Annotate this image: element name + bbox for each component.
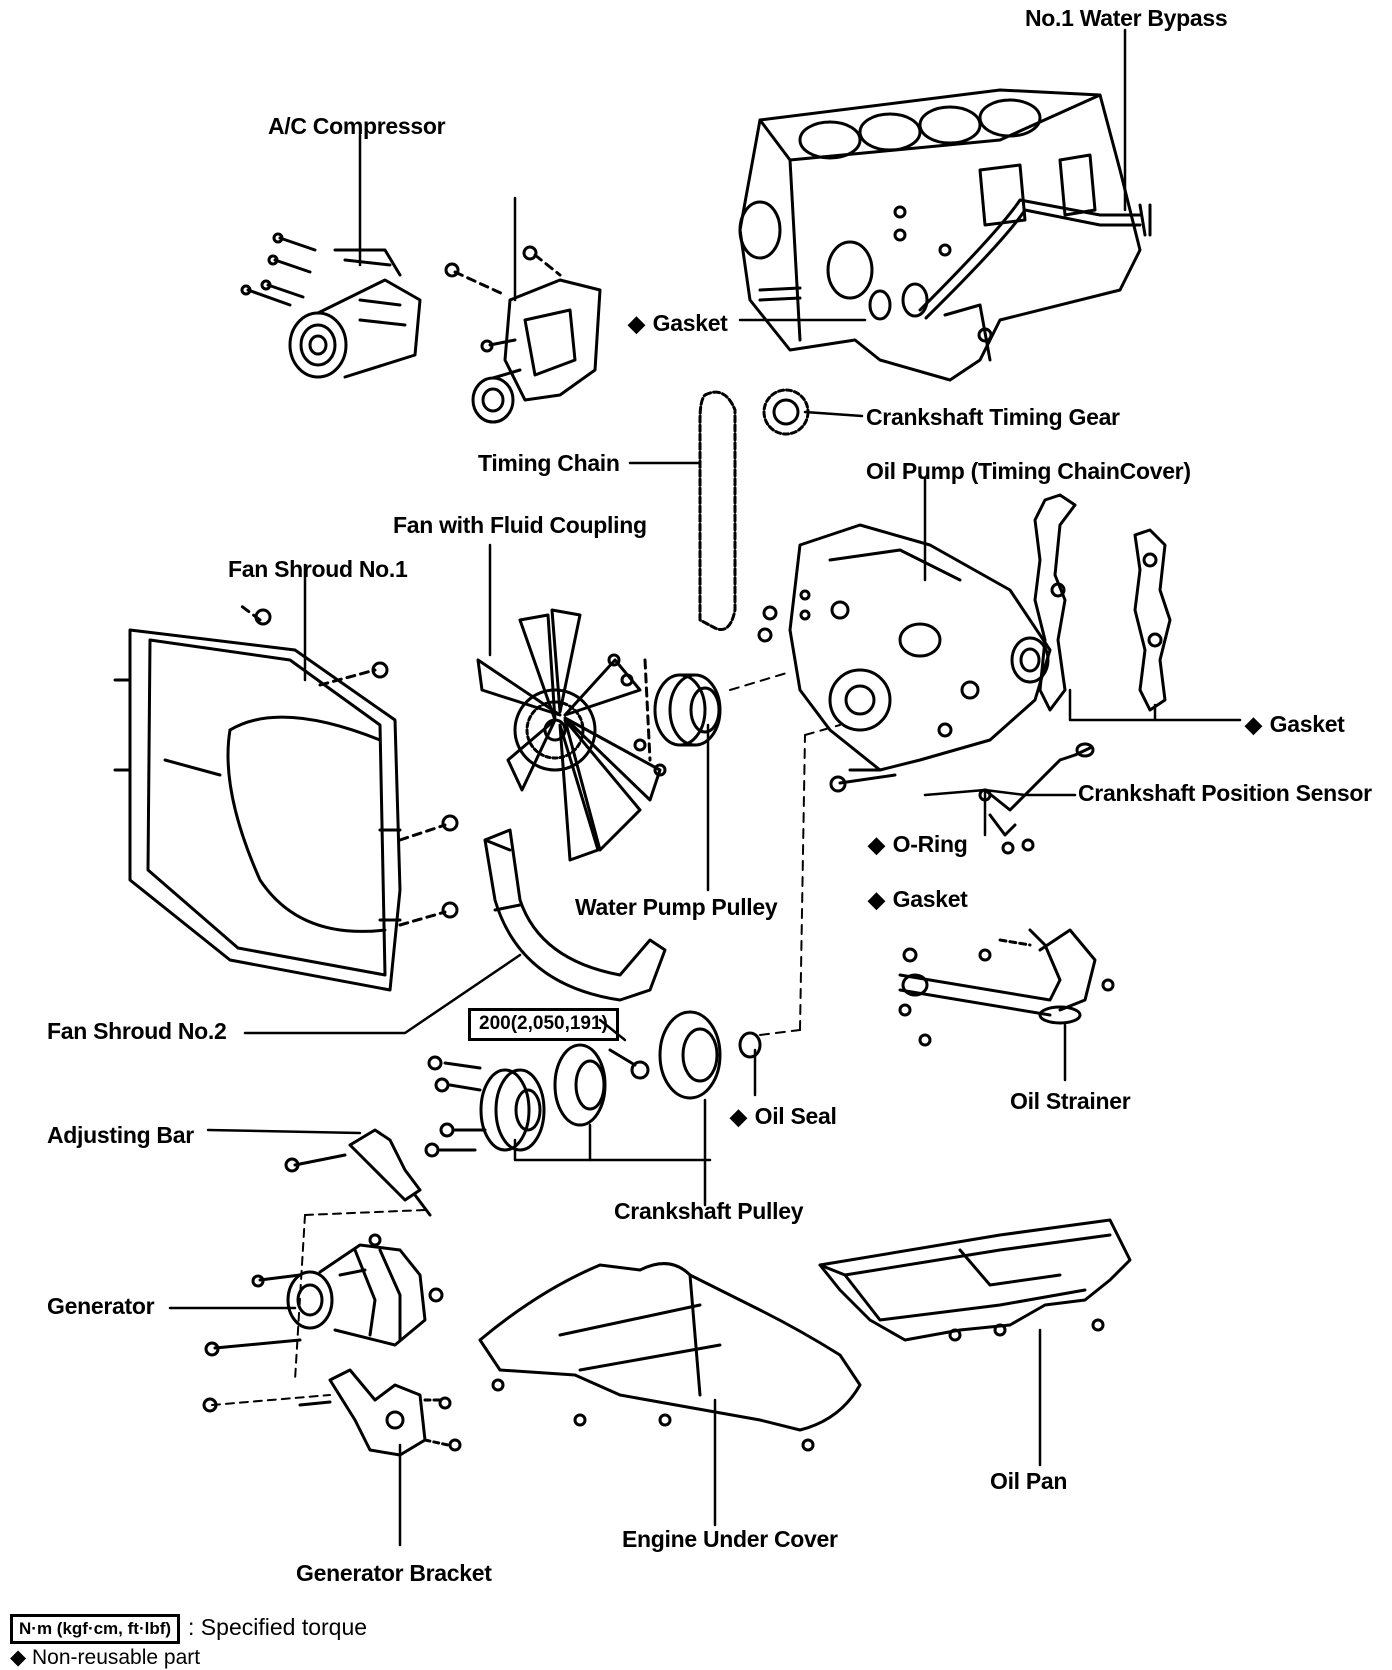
label-ac-compressor: A/C Compressor bbox=[268, 113, 446, 139]
label-o-ring: ◆ O-Ring bbox=[868, 831, 968, 857]
generator bbox=[204, 1209, 444, 1381]
nonreusable-diamond-icon: ◆ bbox=[1245, 712, 1262, 737]
oil-strainer bbox=[898, 928, 1115, 1047]
torque-spec-box: 200(2,050,191) bbox=[468, 1008, 619, 1041]
timing-chain-loop bbox=[698, 390, 737, 631]
fan-shroud-2 bbox=[483, 828, 667, 1002]
label-gasket-block: ◆ Gasket bbox=[628, 312, 728, 335]
label-adjusting-bar: Adjusting Bar bbox=[47, 1122, 194, 1148]
nonreusable-diamond-icon: ◆ bbox=[10, 1646, 27, 1669]
label-engine-under-cover: Engine Under Cover bbox=[622, 1526, 838, 1552]
label-gasket-cover: ◆ Gasket bbox=[1245, 713, 1345, 736]
legend-torque: N·m (kgf·cm, ft·lbf) : Specified torque bbox=[10, 1614, 367, 1644]
label-fan-fluid-coupling: Fan with Fluid Coupling bbox=[393, 512, 647, 538]
label-oil-seal-text: Oil Seal bbox=[754, 1103, 837, 1129]
legend-torque-units-box: N·m (kgf·cm, ft·lbf) bbox=[10, 1614, 181, 1644]
label-oil-pump: Oil Pump (Timing ChainCover) bbox=[866, 458, 1191, 484]
label-generator-bracket: Generator Bracket bbox=[296, 1560, 492, 1586]
cylinder-block bbox=[738, 88, 1142, 382]
engine-under-cover bbox=[478, 1262, 862, 1452]
label-gasket-strainer: ◆ Gasket bbox=[868, 888, 968, 911]
label-fan-shroud-2: Fan Shroud No.2 bbox=[47, 1018, 227, 1044]
crankshaft-timing-gear bbox=[762, 388, 810, 436]
generator-bracket bbox=[202, 1368, 462, 1457]
label-water-pump-pulley: Water Pump Pulley bbox=[575, 894, 778, 920]
nonreusable-diamond-icon: ◆ bbox=[868, 832, 885, 857]
label-gasket-strainer-text: Gasket bbox=[892, 886, 968, 912]
label-gasket-block-text: Gasket bbox=[652, 310, 728, 336]
ac-compressor-bracket bbox=[444, 245, 602, 424]
label-crankshaft-timing-gear: Crankshaft Timing Gear bbox=[866, 404, 1120, 430]
label-timing-chain: Timing Chain bbox=[478, 450, 620, 476]
fan-with-fluid-coupling bbox=[476, 608, 662, 862]
oil-pump-cover bbox=[757, 523, 1052, 793]
adjusting-bar bbox=[284, 1128, 432, 1217]
leader-lines bbox=[168, 28, 1242, 1547]
crankshaft-pulley bbox=[424, 1010, 762, 1158]
nonreusable-diamond-icon: ◆ bbox=[730, 1104, 747, 1129]
crankshaft-position-sensor bbox=[978, 742, 1095, 855]
timing-cover-gaskets bbox=[1033, 493, 1172, 712]
label-fan-shroud-1: Fan Shroud No.1 bbox=[228, 556, 408, 582]
ac-compressor bbox=[240, 232, 422, 379]
nonreusable-diamond-icon: ◆ bbox=[628, 311, 645, 336]
label-no1-water-bypass: No.1 Water Bypass bbox=[1025, 5, 1228, 31]
label-crankshaft-pulley: Crankshaft Pulley bbox=[614, 1198, 804, 1224]
alignment-dashes bbox=[729, 671, 841, 1036]
label-oil-strainer: Oil Strainer bbox=[1010, 1088, 1131, 1114]
legend-nonreusable: ◆ Non-reusable part bbox=[10, 1645, 200, 1670]
label-crankshaft-position-sensor: Crankshaft Position Sensor bbox=[1078, 780, 1372, 806]
label-oil-seal: ◆ Oil Seal bbox=[730, 1105, 837, 1128]
label-o-ring-text: O-Ring bbox=[892, 831, 968, 857]
water-bypass-pipe bbox=[918, 198, 1152, 320]
label-gasket-cover-text: Gasket bbox=[1269, 711, 1345, 737]
legend-torque-text: : Specified torque bbox=[188, 1614, 368, 1641]
label-generator: Generator bbox=[47, 1293, 155, 1319]
fan-shroud-1 bbox=[113, 603, 459, 992]
label-oil-pan: Oil Pan bbox=[990, 1468, 1068, 1494]
legend-nonreusable-text: Non-reusable part bbox=[32, 1646, 201, 1669]
nonreusable-diamond-icon: ◆ bbox=[868, 887, 885, 912]
oil-pan bbox=[818, 1218, 1132, 1342]
water-pump-pulley bbox=[607, 653, 722, 777]
